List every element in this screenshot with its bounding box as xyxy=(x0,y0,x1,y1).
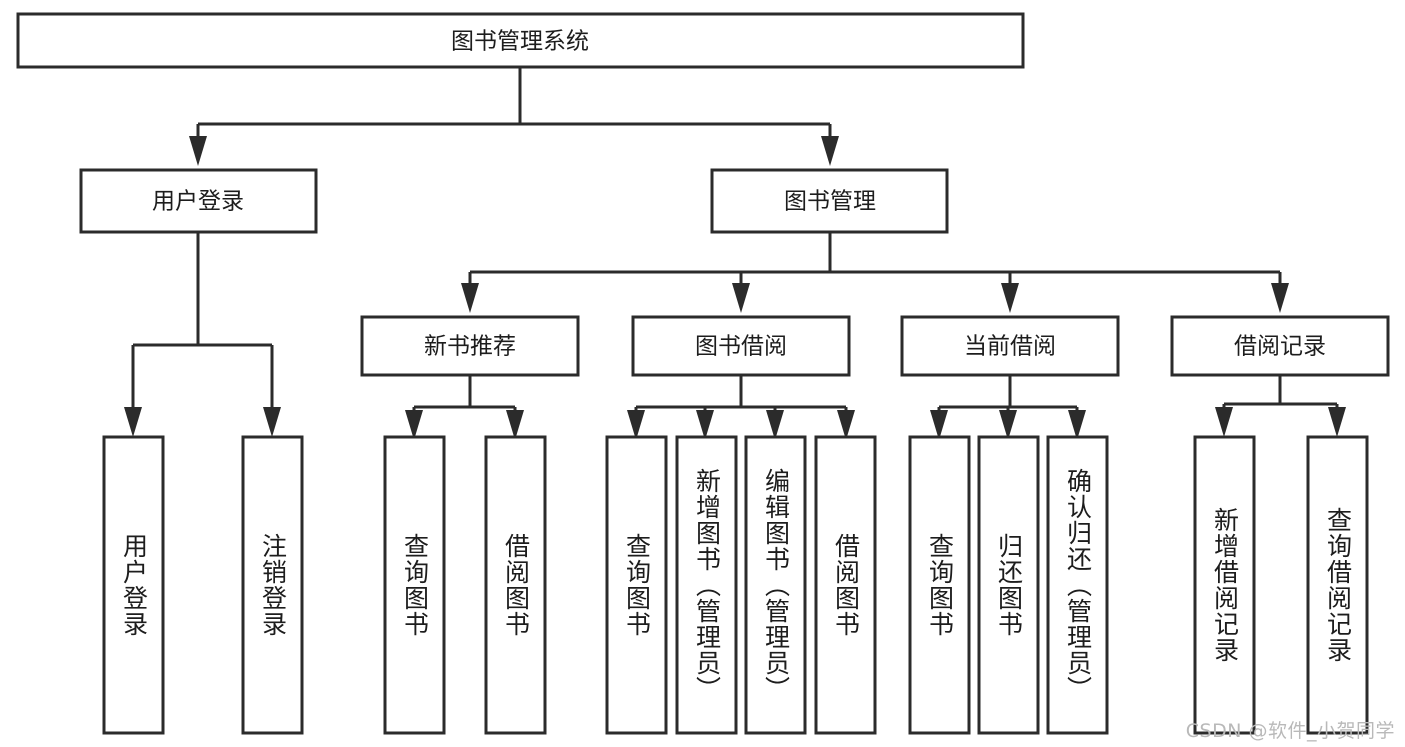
leaf-current-query-rect[interactable] xyxy=(908,435,971,735)
node-current-borrow[interactable]: 当前借阅 xyxy=(900,315,1120,377)
node-book-management[interactable]: 图书管理 xyxy=(710,168,949,234)
node-new-book-recommend-label: 新书推荐 xyxy=(424,334,516,360)
node-borrow-record-label: 借阅记录 xyxy=(1234,334,1326,360)
node-user-login[interactable]: 用户登录 xyxy=(79,168,318,234)
leaf-record-query-rect[interactable] xyxy=(1306,435,1369,735)
node-book-borrow[interactable]: 图书借阅 xyxy=(631,315,851,377)
connector-current-borrow-to-leaves xyxy=(930,375,1086,440)
leaf-current-confirm-rect[interactable] xyxy=(1046,435,1109,735)
node-current-borrow-rect[interactable] xyxy=(900,315,1120,377)
leaf-record-add-rect[interactable] xyxy=(1193,435,1256,735)
leaf-user-login-rect[interactable] xyxy=(102,435,165,735)
csdn-watermark: CSDN @软件_小贺同学 xyxy=(1185,720,1395,742)
node-book-borrow-label: 图书借阅 xyxy=(695,334,787,360)
connector-root-to-level2 xyxy=(189,67,839,166)
node-root-label: 图书管理系统 xyxy=(451,29,589,55)
leaf-borrow-add-rect[interactable] xyxy=(675,435,738,735)
connector-book-management-to-level3 xyxy=(461,232,1289,313)
leaf-current-return-rect[interactable] xyxy=(977,435,1040,735)
node-book-management-label: 图书管理 xyxy=(784,189,876,215)
leaf-borrow-lend-rect[interactable] xyxy=(814,435,877,735)
node-user-login-label: 用户登录 xyxy=(152,189,244,215)
node-root-rect[interactable] xyxy=(16,12,1025,69)
connector-borrow-record-to-leaves xyxy=(1215,375,1346,437)
node-root[interactable]: 图书管理系统 xyxy=(16,12,1025,69)
leaf-borrow-edit-rect[interactable] xyxy=(744,435,807,735)
connector-book-borrow-to-leaves xyxy=(627,375,855,440)
node-borrow-record[interactable]: 借阅记录 xyxy=(1170,315,1390,377)
leaf-newbook-borrow-rect[interactable] xyxy=(484,435,547,735)
node-new-book-recommend-rect[interactable] xyxy=(360,315,580,377)
node-new-book-recommend[interactable]: 新书推荐 xyxy=(360,315,580,377)
connector-user-login-to-leaves xyxy=(124,232,281,437)
leaf-newbook-query-rect[interactable] xyxy=(383,435,446,735)
leaf-borrow-query-rect[interactable] xyxy=(605,435,668,735)
connector-new-book-to-leaves xyxy=(405,375,524,440)
node-user-login-rect[interactable] xyxy=(79,168,318,234)
leaf-logout-rect[interactable] xyxy=(241,435,304,735)
node-current-borrow-label: 当前借阅 xyxy=(964,334,1056,360)
